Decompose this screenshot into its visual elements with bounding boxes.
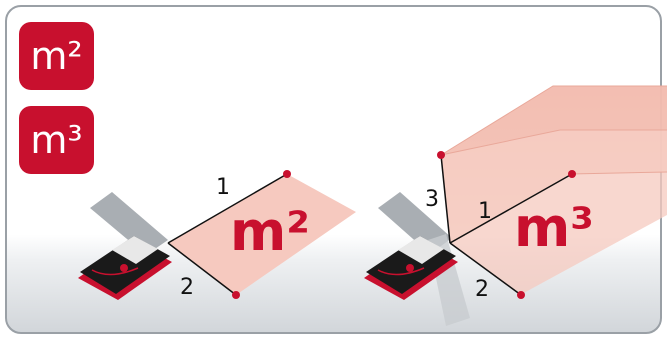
area-point-1 xyxy=(283,170,291,178)
area-point-2 xyxy=(232,291,240,299)
volume-edge-1-label: 1 xyxy=(478,199,492,224)
area-edge-2-label: 2 xyxy=(180,275,194,300)
volume-mode-button[interactable]: m³ xyxy=(19,106,94,174)
volume-point-3 xyxy=(437,151,445,159)
area-mode-label: m² xyxy=(30,34,83,78)
volume-box-top xyxy=(441,86,667,155)
volume-laser-device xyxy=(364,236,458,300)
area-surface xyxy=(168,174,356,295)
volume-point-1 xyxy=(568,170,576,178)
volume-edge-3-line xyxy=(440,154,451,244)
area-edge-2-line xyxy=(167,242,237,296)
area-laser-device xyxy=(78,236,172,300)
area-edge-1-label: 1 xyxy=(216,175,230,200)
volume-edge-2-line xyxy=(449,242,522,296)
area-beam-panel xyxy=(90,192,168,255)
area-unit-label: m² xyxy=(230,200,310,263)
volume-mode-label: m³ xyxy=(30,118,83,162)
volume-point-2 xyxy=(517,291,525,299)
volume-edge-2-label: 2 xyxy=(475,277,489,302)
area-illustration: 1 2 m² xyxy=(78,170,356,300)
volume-unit-label: m³ xyxy=(514,196,594,259)
volume-box-front xyxy=(441,130,667,295)
volume-illustration: 3 1 2 m³ xyxy=(364,85,667,326)
volume-edge-3-label: 3 xyxy=(425,187,439,212)
area-edge-1-line xyxy=(167,173,288,244)
area-mode-button[interactable]: m² xyxy=(19,22,94,90)
volume-edge-1-line xyxy=(449,173,573,244)
